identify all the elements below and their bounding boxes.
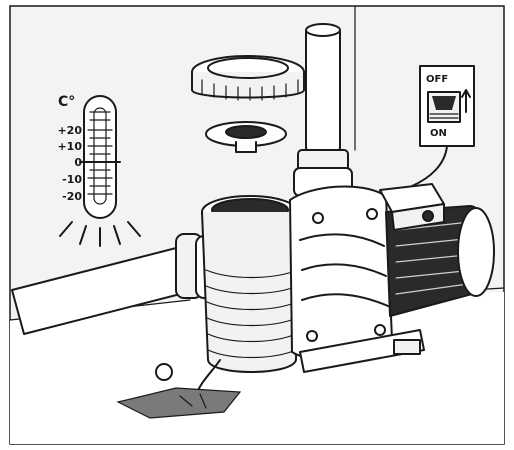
scale-label-zero: 0 bbox=[74, 156, 82, 169]
scale-label-plus-20: +20 bbox=[57, 124, 82, 137]
scale-label-minus-20: -20 bbox=[62, 190, 82, 203]
switch-toggle-icon bbox=[428, 92, 460, 122]
scale-label-minus-10: -10 bbox=[62, 173, 82, 186]
thermometer-unit-label: C° bbox=[58, 94, 75, 110]
pump-lid-ring bbox=[192, 56, 304, 100]
drain-plug bbox=[156, 364, 172, 380]
switch-off-label: OFF bbox=[426, 74, 448, 85]
thermometer-tube bbox=[84, 96, 116, 218]
strainer-housing bbox=[202, 196, 298, 372]
pump-body bbox=[290, 186, 392, 359]
scale-label-plus-10: +10 bbox=[57, 140, 82, 153]
switch-on-label: ON bbox=[430, 128, 447, 139]
